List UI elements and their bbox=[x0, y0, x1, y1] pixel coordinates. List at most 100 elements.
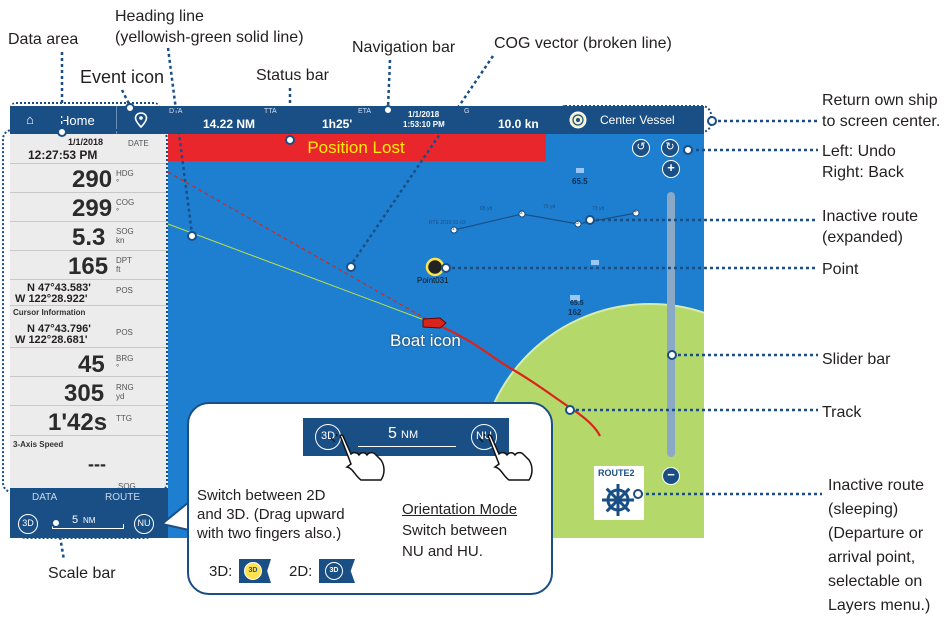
callout-inactive-route-expanded-sub: (expanded) bbox=[822, 229, 903, 246]
callout-inactive-route-expanded: Inactive route bbox=[822, 208, 919, 225]
ttg-value: 1'42s bbox=[48, 409, 108, 436]
route-leg-label: 76 yd bbox=[543, 204, 556, 210]
dta-value: 14.22 NM bbox=[203, 117, 256, 131]
route-waypoint-label: 4 bbox=[634, 209, 637, 215]
dta-label: DTA bbox=[169, 108, 183, 115]
track-line bbox=[434, 322, 601, 437]
tta-label: TTA bbox=[264, 108, 277, 115]
back-button[interactable]: ↻ bbox=[661, 139, 679, 157]
route-name-label: RTE 2019 01-03 bbox=[429, 220, 466, 226]
dpt-row: 165 DPT ft bbox=[10, 251, 168, 280]
rng-label: RNG bbox=[116, 383, 134, 392]
callout-point: Point bbox=[822, 261, 859, 278]
partial-label: SOG bbox=[118, 482, 136, 491]
route2-label: ROUTE2 bbox=[598, 468, 635, 478]
speed-value: --- bbox=[88, 454, 106, 474]
cog-row: 299 COG ° bbox=[10, 193, 168, 222]
chart-screen[interactable]: 65.5 65.5 162 Point031 RTE 2019 01-03 65… bbox=[10, 106, 704, 538]
sog-row: 5.3 SOG kn bbox=[10, 222, 168, 251]
target-icon bbox=[569, 111, 587, 129]
switch-text-2: and 3D. (Drag upward bbox=[197, 506, 345, 523]
route-tab[interactable]: ROUTE bbox=[105, 492, 140, 503]
overlay-scale-unit: NM bbox=[401, 429, 419, 441]
callout-inactive-route-sleeping: Inactive route bbox=[828, 477, 925, 494]
scale-tick bbox=[123, 524, 124, 529]
brg-unit: ° bbox=[116, 363, 120, 372]
callout-inactive-route-sleeping-5: selectable on bbox=[828, 573, 923, 590]
sog-value: 10.0 kn bbox=[498, 117, 539, 131]
status-bar: Position Lost bbox=[166, 134, 546, 161]
pos-label: POS bbox=[116, 286, 133, 295]
route-leg-label: 65 yd bbox=[480, 206, 493, 212]
boat-label: Boat icon bbox=[390, 331, 461, 350]
callout-inactive-route-sleeping-6: Layers menu.) bbox=[828, 597, 931, 614]
route-waypoint-label: 3 bbox=[576, 220, 579, 226]
legend-3d-label: 3D: bbox=[209, 563, 233, 580]
rng-row: 305 RNG yd bbox=[10, 377, 168, 407]
zoom-in-button[interactable]: + bbox=[662, 160, 680, 178]
pos-row: N 47°43.583' W 122°28.922' POS bbox=[10, 280, 168, 306]
time-value: 12:27:53 PM bbox=[28, 148, 98, 162]
highlight-data-area bbox=[2, 129, 168, 493]
tta-value: 1h25' bbox=[322, 117, 353, 131]
tap-hand-icon bbox=[479, 434, 533, 481]
orientation-title: Orientation Mode bbox=[402, 501, 518, 518]
orientation-text-1: Switch between bbox=[402, 522, 508, 539]
ttg-row: 1'42s TTG bbox=[10, 406, 168, 436]
route-waypoint-label: 1 bbox=[452, 226, 455, 232]
data-tab[interactable]: DATA bbox=[32, 492, 58, 503]
callout-inactive-route-sleeping-3: (Departure or bbox=[828, 525, 924, 542]
callout-heading-line: Heading line bbox=[115, 8, 204, 25]
zoom-out-button[interactable]: − bbox=[662, 467, 680, 485]
cursor-pos-row: N 47°43.796' W 122°28.681' POS bbox=[10, 320, 168, 348]
callout-cog-vector: COG vector (broken line) bbox=[494, 35, 672, 52]
hdg-label: HDG bbox=[116, 169, 134, 178]
overlay-scale-line bbox=[358, 446, 456, 447]
scale-value: 5 bbox=[72, 514, 79, 526]
date-label: DATE bbox=[128, 139, 149, 148]
home-button[interactable]: ⌂ Home bbox=[10, 106, 115, 134]
inactive-route-expanded bbox=[453, 212, 637, 231]
route-waypoint-label: 2 bbox=[520, 210, 523, 216]
callout-inactive-route-sleeping-2: (sleeping) bbox=[828, 501, 899, 518]
orientation-text-2: NU and HU. bbox=[402, 543, 483, 560]
hdg-unit: ° bbox=[116, 178, 120, 187]
orientation-button[interactable]: NU bbox=[134, 514, 154, 534]
cog-vector bbox=[167, 171, 436, 325]
date-value: 1/1/2018 bbox=[68, 137, 104, 147]
ship-wheel-icon bbox=[602, 484, 634, 516]
brg-value: 45 bbox=[78, 351, 105, 378]
event-button[interactable] bbox=[116, 106, 164, 134]
sog-unit: kn bbox=[116, 236, 125, 245]
eta-date: 1/1/2018 bbox=[408, 110, 440, 119]
heading-line bbox=[167, 223, 436, 325]
cursor-pos-label: POS bbox=[116, 328, 133, 337]
callout-scale-bar: Scale bar bbox=[48, 565, 116, 582]
data-area[interactable]: 1/1/2018 DATE 12:27:53 PM 290 HDG ° 299 … bbox=[10, 134, 168, 538]
cursor-lat: N 47°43.796' bbox=[27, 323, 91, 335]
tap-hand-icon bbox=[331, 434, 385, 481]
center-vessel-button[interactable]: Center Vessel bbox=[560, 108, 700, 132]
sog-value: 5.3 bbox=[72, 224, 106, 251]
boat-icon bbox=[422, 317, 447, 329]
ttg-label: TTG bbox=[116, 414, 132, 423]
highlight-home-event bbox=[10, 102, 160, 128]
slider-bar[interactable] bbox=[667, 192, 675, 457]
scale-unit: NM bbox=[83, 516, 96, 525]
callout-slider-bar: Slider bar bbox=[822, 351, 891, 368]
callout-data-area: Data area bbox=[8, 31, 79, 48]
brg-row: 45 BRG ° bbox=[10, 348, 168, 378]
callout-inactive-route-sleeping-4: arrival point, bbox=[828, 549, 916, 566]
callout-undo: Left: Undo bbox=[822, 143, 896, 160]
home-icon: ⌂ bbox=[26, 112, 34, 127]
cursor-lon: W 122°28.681' bbox=[15, 334, 88, 346]
callout-event-icon: Event icon bbox=[80, 67, 165, 87]
depth-label: 65.5 bbox=[572, 177, 588, 186]
mode-2d3d-button[interactable]: 3D bbox=[18, 514, 38, 534]
undo-button[interactable]: ↺ bbox=[632, 139, 650, 157]
scale-line bbox=[52, 528, 124, 529]
dpt-unit: ft bbox=[116, 265, 121, 274]
switch-text-3: with two fingers also.) bbox=[197, 525, 342, 542]
callout-return-own-ship: Return own ship bbox=[822, 92, 938, 109]
